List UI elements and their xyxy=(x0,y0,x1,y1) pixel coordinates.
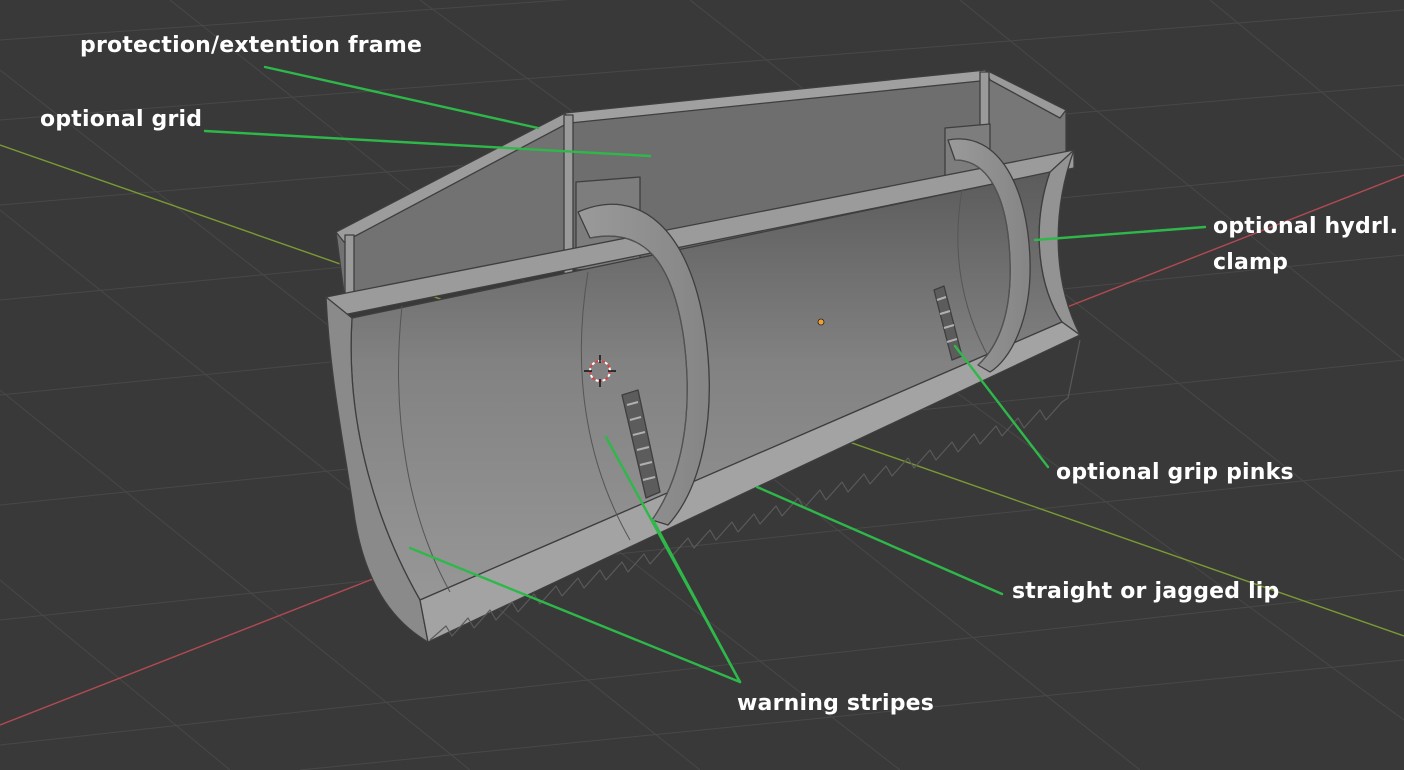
leader-lines xyxy=(203,65,1207,684)
bucket-model[interactable] xyxy=(325,69,1081,643)
leader-stripes-a xyxy=(408,546,742,684)
object-origin-icon xyxy=(817,318,825,326)
label-hydraulic-clamp-line1: optional hydrl. xyxy=(1213,214,1399,239)
leader-clamp xyxy=(1033,225,1207,242)
inner-seam-center-right xyxy=(957,189,996,369)
grip-pinks-right-teeth xyxy=(936,296,958,343)
leader-stripes-c xyxy=(651,518,742,684)
bucket-lip xyxy=(419,321,1081,643)
label-optional-grid: optional grid xyxy=(40,107,203,132)
label-lip: straight or jagged lip xyxy=(1012,579,1280,604)
3d-cursor-icon[interactable] xyxy=(584,355,616,387)
clamp-right-edge xyxy=(954,159,1011,366)
grip-pinks-left-teeth xyxy=(626,401,656,481)
bucket-lip-teeth xyxy=(429,339,1081,641)
grip-pinks-left xyxy=(621,389,661,499)
leader-grid xyxy=(203,129,652,158)
leader-lip xyxy=(755,485,1004,596)
label-protection-frame: protection/extention frame xyxy=(80,33,423,58)
leader-frame xyxy=(263,65,540,130)
label-hydraulic-clamp-line2: clamp xyxy=(1213,250,1289,275)
leader-pinks xyxy=(953,344,1050,469)
clamp-left-edge xyxy=(589,235,688,521)
inner-seam-left xyxy=(398,305,451,593)
bucket-left-side xyxy=(325,296,429,643)
label-hydraulic-clamp: optional hydrl. clamp xyxy=(1213,209,1398,281)
label-grip-pinks: optional grip pinks xyxy=(1056,460,1294,485)
label-warning-stripes: warning stripes xyxy=(737,691,935,716)
inner-seam-center-left xyxy=(580,271,631,541)
